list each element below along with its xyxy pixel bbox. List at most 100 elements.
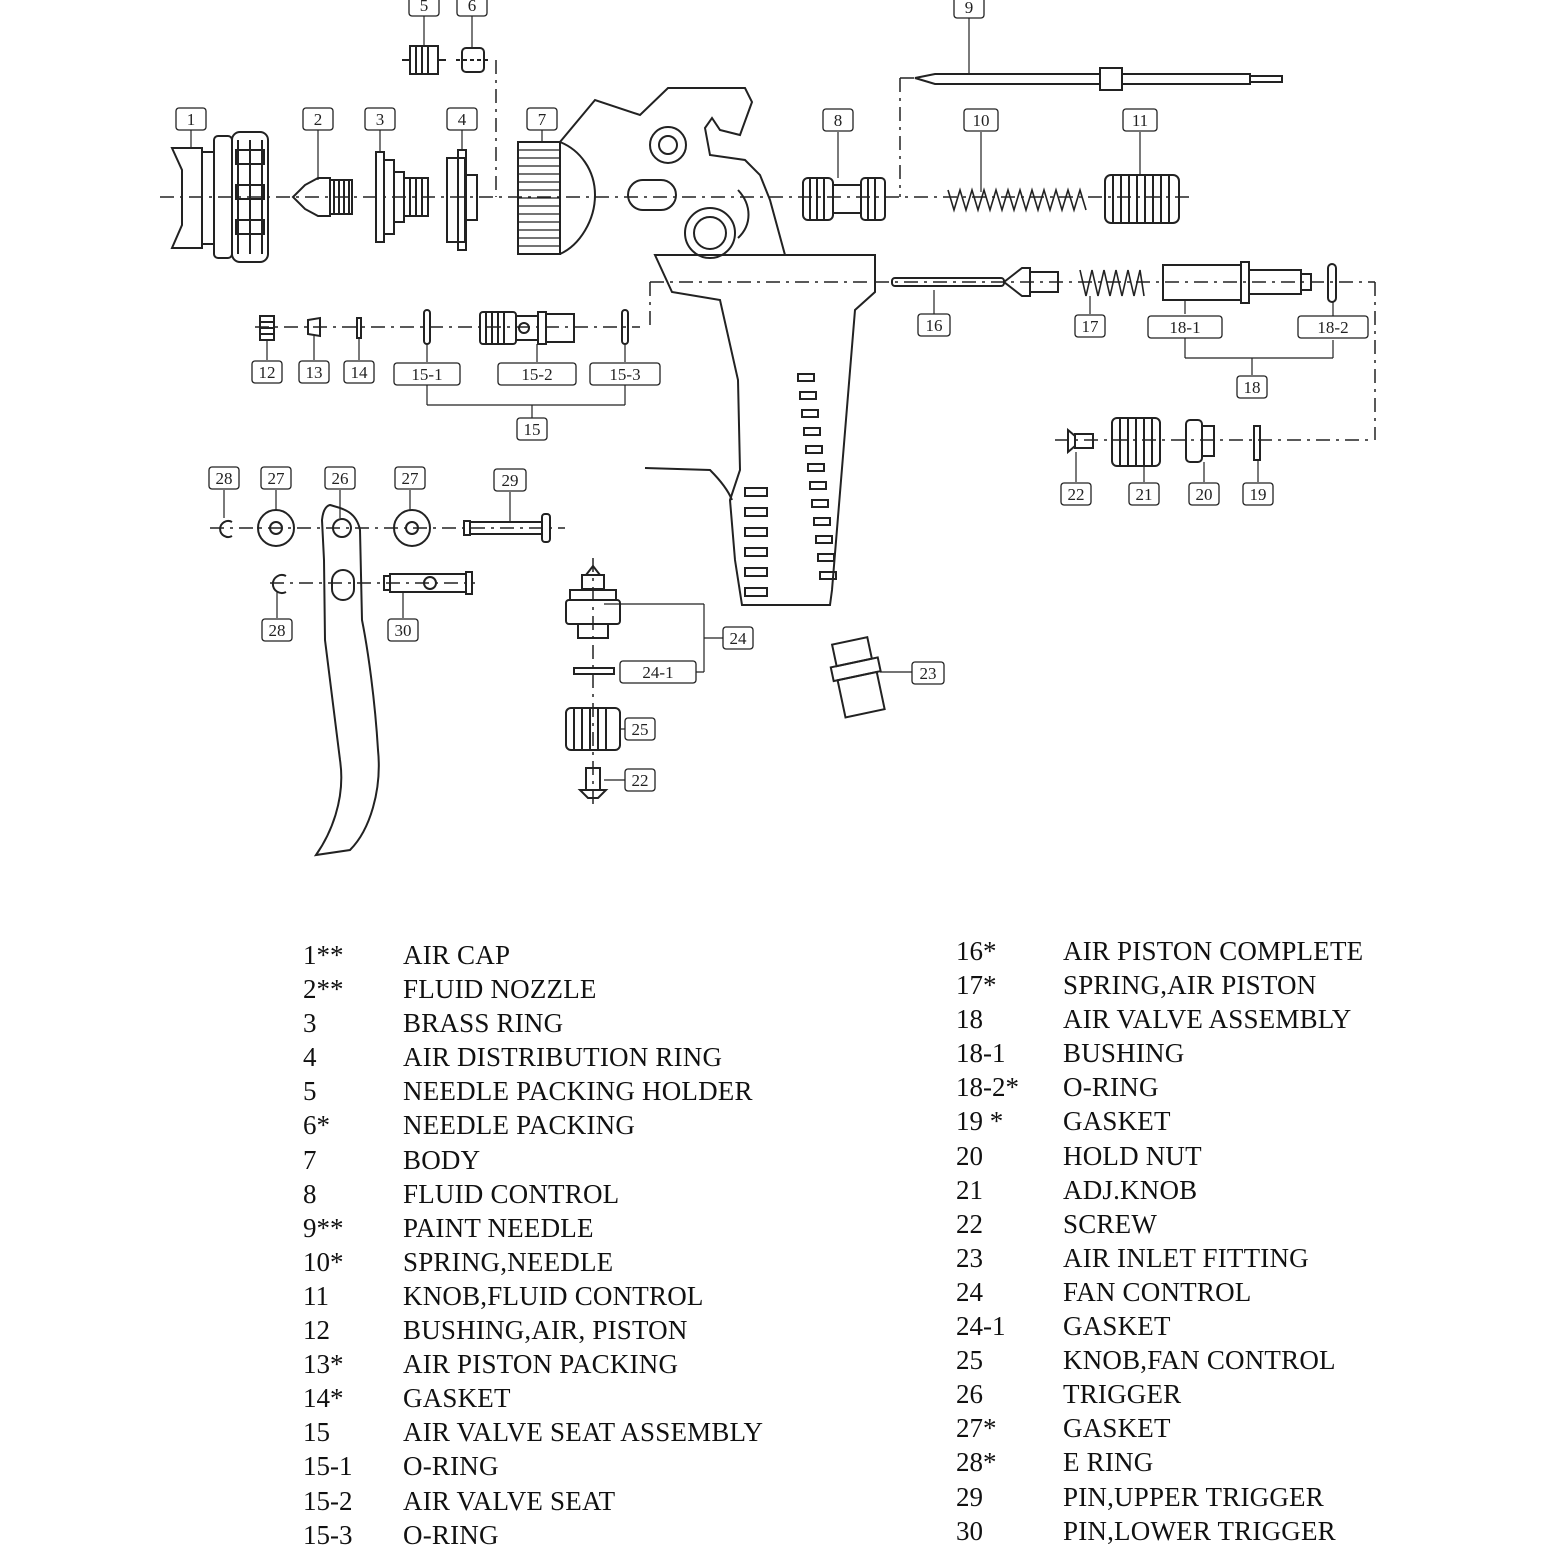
callout-box bbox=[1122, 108, 1158, 132]
part-number: 24-1 bbox=[956, 1311, 1006, 1342]
part-air-cap bbox=[170, 131, 269, 263]
callout-box bbox=[393, 362, 461, 386]
callout-box bbox=[722, 626, 754, 650]
callout-box bbox=[364, 107, 396, 131]
part-description: NEEDLE PACKING HOLDER bbox=[403, 1076, 753, 1107]
part-number: 24 bbox=[956, 1276, 983, 1307]
part-description: GASKET bbox=[1063, 1413, 1171, 1444]
callout-c23: 23 bbox=[911, 661, 945, 685]
parts-list-row: 14*GASKET bbox=[303, 1381, 763, 1415]
part-air-piston-packing bbox=[307, 316, 321, 338]
parts-list-row: 16*AIR PISTON COMPLETE bbox=[956, 934, 1363, 968]
callout-c20: 20 bbox=[1188, 482, 1220, 506]
callout-box bbox=[260, 466, 292, 490]
callout-box bbox=[343, 360, 375, 384]
part-body bbox=[517, 87, 876, 606]
part-description: PIN,UPPER TRIGGER bbox=[1063, 1481, 1324, 1512]
part-number: 10* bbox=[303, 1246, 344, 1277]
callout-c21: 21 bbox=[1128, 482, 1160, 506]
callout-number: 21 bbox=[1136, 485, 1153, 504]
part-description: GASKET bbox=[1063, 1106, 1171, 1137]
callout-number: 28 bbox=[269, 621, 286, 640]
part-gasket-14 bbox=[356, 317, 362, 339]
parts-list-row: 18-2* O-RING bbox=[956, 1070, 1363, 1104]
parts-list-row: 9**PAINT NEEDLE bbox=[303, 1211, 763, 1245]
callout-box bbox=[1242, 482, 1274, 506]
callout-c28b: 28 bbox=[261, 618, 293, 642]
parts-list-row: 27*GASKET bbox=[956, 1411, 1363, 1445]
callout-box bbox=[953, 0, 985, 19]
callout-number: 30 bbox=[395, 621, 412, 640]
part-number: 18-1 bbox=[956, 1038, 1006, 1069]
callout-box bbox=[302, 107, 334, 131]
part-number: 13* bbox=[303, 1349, 344, 1380]
callout-c15_2: 15-2 bbox=[497, 362, 577, 386]
callout-number: 7 bbox=[538, 110, 547, 129]
part-description: AIR PISTON PACKING bbox=[403, 1349, 679, 1380]
callout-number: 1 bbox=[187, 110, 196, 129]
callout-box bbox=[208, 466, 240, 490]
callout-number: 23 bbox=[920, 664, 937, 683]
callout-c1: 1 bbox=[175, 107, 207, 131]
part-fan-control bbox=[565, 564, 621, 639]
parts-list-row: 17*SPRING,AIR PISTON bbox=[956, 968, 1363, 1002]
part-air-valve-seat bbox=[479, 311, 575, 345]
callout-number: 15-2 bbox=[521, 365, 552, 384]
part-description: BUSHING bbox=[1063, 1038, 1185, 1069]
part-number: 15 bbox=[303, 1417, 330, 1448]
part-description: AIR PISTON COMPLETE bbox=[1063, 936, 1364, 966]
callout-number: 15-1 bbox=[411, 365, 442, 384]
part-description: FLUID NOZZLE bbox=[403, 974, 597, 1005]
part-screw-22 bbox=[1067, 427, 1094, 455]
callout-number: 11 bbox=[1132, 111, 1148, 130]
part-description: O-RING bbox=[1063, 1072, 1159, 1103]
callout-c29: 29 bbox=[493, 468, 527, 492]
part-description: FLUID CONTROL bbox=[403, 1178, 620, 1209]
parts-list-row: 18 AIR VALVE ASSEMBLY bbox=[956, 1002, 1363, 1036]
parts-list-row: 19 *GASKET bbox=[956, 1104, 1363, 1138]
part-number: 18 bbox=[956, 1004, 983, 1035]
callout-number: 22 bbox=[1068, 485, 1085, 504]
parts-list-row: 1**AIR CAP bbox=[303, 938, 763, 972]
callout-box bbox=[1297, 315, 1369, 339]
callout-c22b: 22 bbox=[624, 768, 656, 792]
callout-c18_2: 18-2 bbox=[1297, 315, 1369, 339]
part-description: KNOB,FAN CONTROL bbox=[1063, 1345, 1336, 1376]
part-description: E RING bbox=[1063, 1447, 1154, 1478]
part-description: AIR DISTRIBUTION RING bbox=[403, 1042, 723, 1073]
part-number: 4 bbox=[303, 1042, 317, 1073]
part-adj-knob bbox=[1111, 417, 1161, 467]
part-description: BUSHING,AIR, PISTON bbox=[403, 1315, 688, 1346]
leader-lines bbox=[190, 16, 1334, 781]
callout-c11: 11 bbox=[1122, 108, 1158, 132]
callout-box bbox=[251, 360, 283, 384]
part-description: AIR VALVE SEAT ASSEMBLY bbox=[403, 1417, 764, 1448]
callout-c10: 10 bbox=[963, 108, 999, 132]
callout-box bbox=[324, 466, 356, 490]
parts-list-row: 13* AIR PISTON PACKING bbox=[303, 1347, 763, 1381]
callout-box bbox=[493, 468, 527, 492]
part-description: O-RING bbox=[403, 1519, 499, 1550]
callout-box bbox=[175, 107, 207, 131]
part-number: 18-2* bbox=[956, 1072, 1019, 1103]
callout-box bbox=[298, 360, 330, 384]
callout-number: 4 bbox=[458, 110, 467, 129]
part-fluid-control bbox=[802, 177, 886, 221]
callout-box bbox=[446, 107, 478, 131]
callout-box bbox=[1074, 314, 1106, 338]
part-pin-lower-trigger bbox=[383, 571, 473, 595]
parts-list-row: 15 AIR VALVE SEAT ASSEMBLY bbox=[303, 1415, 763, 1449]
part-air-valve-assembly bbox=[1162, 261, 1337, 304]
part-paint-needle bbox=[914, 67, 1283, 91]
callout-box bbox=[394, 466, 426, 490]
part-description: AIR VALVE ASSEMBLY bbox=[1063, 1004, 1352, 1035]
callout-number: 26 bbox=[332, 469, 349, 488]
part-air-piston bbox=[891, 267, 1059, 297]
part-screw-22-fan bbox=[577, 767, 609, 799]
